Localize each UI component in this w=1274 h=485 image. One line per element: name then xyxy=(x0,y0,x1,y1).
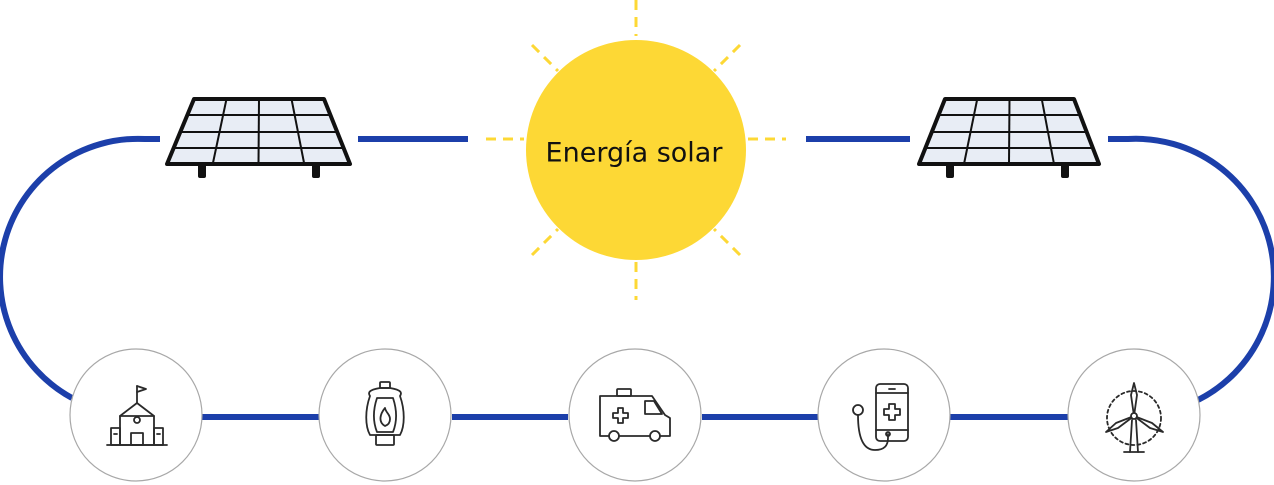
phone-stethoscope-icon xyxy=(852,383,909,451)
connection-lines xyxy=(0,135,1274,420)
wind-turbine-icon xyxy=(1105,382,1164,453)
node-wind-turbine xyxy=(1067,348,1201,482)
node-school xyxy=(69,348,203,482)
sun-ray-top-right xyxy=(712,43,742,73)
solar-panel-right xyxy=(917,97,1101,178)
solar-panel-left xyxy=(165,97,352,178)
ambulance-icon xyxy=(599,388,671,442)
lantern-icon xyxy=(365,381,405,446)
node-gas-lantern xyxy=(318,348,452,482)
sun-ray-bottom-right xyxy=(712,227,742,257)
node-telemedicine xyxy=(817,348,951,482)
connector-left-arc xyxy=(0,135,160,401)
sun-rays xyxy=(486,0,786,300)
connector-right-arc xyxy=(1108,135,1274,403)
sun-ray-top-left xyxy=(530,43,560,73)
node-ambulance xyxy=(568,348,702,482)
sun: Energía solar xyxy=(526,40,746,260)
sun-ray-bottom-left xyxy=(530,227,560,257)
sun-label: Energía solar xyxy=(546,138,724,169)
sun-disc xyxy=(526,40,746,260)
school-icon xyxy=(106,385,168,446)
